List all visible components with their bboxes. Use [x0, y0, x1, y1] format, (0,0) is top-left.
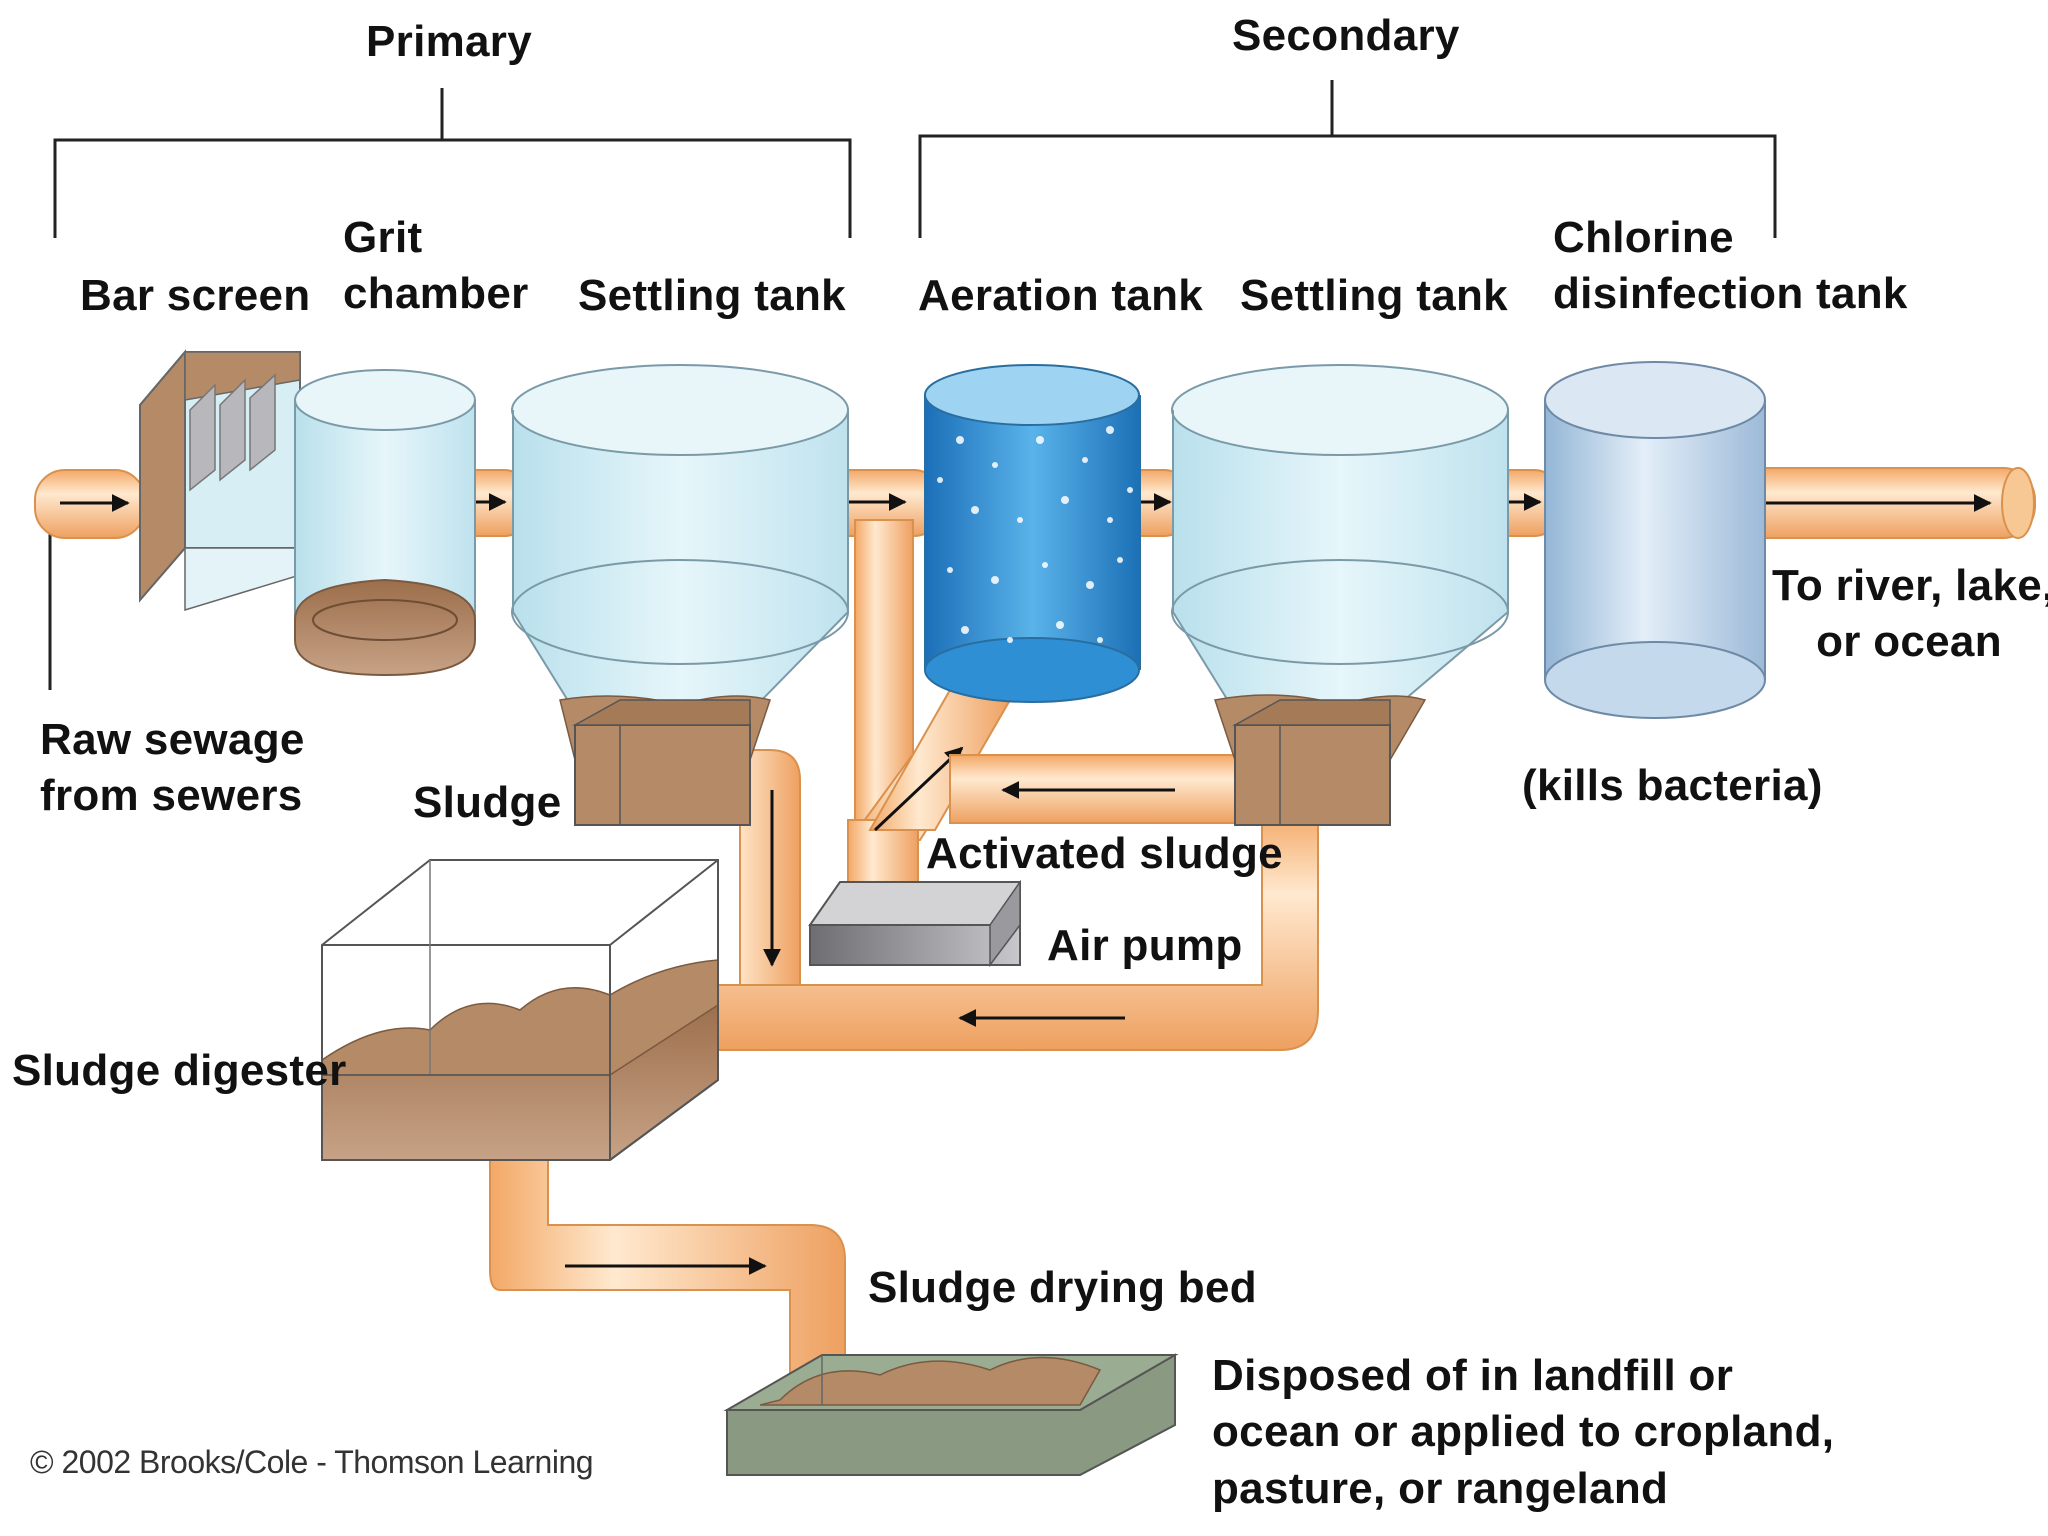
secondary-settling-tank: [1171, 364, 1509, 826]
disposal-label-line3: pasture, or rangeland: [1212, 1463, 1669, 1513]
bar-screen: [139, 349, 301, 612]
sludge-digester: [321, 859, 719, 1161]
disposal-label: Disposed of in landfill or ocean or appl…: [1212, 1348, 1834, 1517]
secondary-settling-tank-label: Settling tank: [1240, 271, 1508, 320]
grit-chamber: [294, 369, 476, 677]
secondary-stage-label: Secondary: [1232, 11, 1460, 60]
primary-stage-label: Primary: [366, 17, 532, 66]
digester-to-drying-bed-pipe: [489, 1149, 846, 1386]
activated-sludge-label: Activated sludge: [926, 829, 1283, 878]
inlet-pipe: [34, 469, 146, 539]
air-bubbles: [937, 426, 1133, 643]
primary-settling-tank: [511, 364, 849, 826]
kills-bacteria-label: (kills bacteria): [1522, 761, 1823, 810]
bar-screen-label: Bar screen: [80, 271, 311, 320]
chlorine-tank-label-line1: Chlorine: [1553, 213, 1734, 262]
sludge-digester-label: Sludge digester: [12, 1046, 347, 1095]
to-river-label: To river, lake, or ocean: [1772, 558, 2048, 671]
sludge-label: Sludge: [413, 778, 562, 827]
sludge-drying-bed: [723, 1353, 1179, 1476]
grit-chamber-label-line2: chamber: [343, 269, 529, 319]
disposal-label-line1: Disposed of in landfill or: [1212, 1351, 1734, 1400]
primary-bracket: [53, 88, 852, 238]
raw-sewage-label-line2: from sewers: [40, 771, 303, 821]
disposal-label-line2: ocean or applied to cropland,: [1212, 1407, 1835, 1457]
pump-flow-arrow: [873, 746, 964, 832]
primary-settling-tank-label: Settling tank: [578, 271, 846, 320]
air-pump: [808, 879, 1021, 968]
grit-chamber-label: Grit chamber: [343, 210, 529, 323]
raw-sewage-label: Raw sewage from sewers: [40, 712, 305, 825]
grit-chamber-label-line1: Grit: [343, 213, 423, 262]
to-river-label-line2: or ocean: [1816, 617, 2002, 667]
copyright-credit: © 2002 Brooks/Cole - Thomson Learning: [30, 1444, 594, 1480]
chlorine-tank-label: Chlorine disinfection tank: [1553, 210, 1908, 323]
secondary-bracket: [918, 80, 1777, 238]
chlorine-disinfection-tank: [1544, 361, 1766, 719]
sludge-drying-bed-label: Sludge drying bed: [868, 1263, 1257, 1312]
outlet-pipe: [1734, 467, 2036, 539]
raw-sewage-label-line1: Raw sewage: [40, 715, 305, 764]
activated-sludge-return-pipe: [949, 754, 1241, 824]
to-river-label-line1: To river, lake,: [1772, 561, 2048, 610]
aeration-tank: [924, 364, 1141, 703]
aeration-tank-label: Aeration tank: [918, 271, 1204, 320]
air-pump-label: Air pump: [1047, 921, 1243, 970]
chlorine-tank-label-line2: disinfection tank: [1553, 269, 1908, 319]
